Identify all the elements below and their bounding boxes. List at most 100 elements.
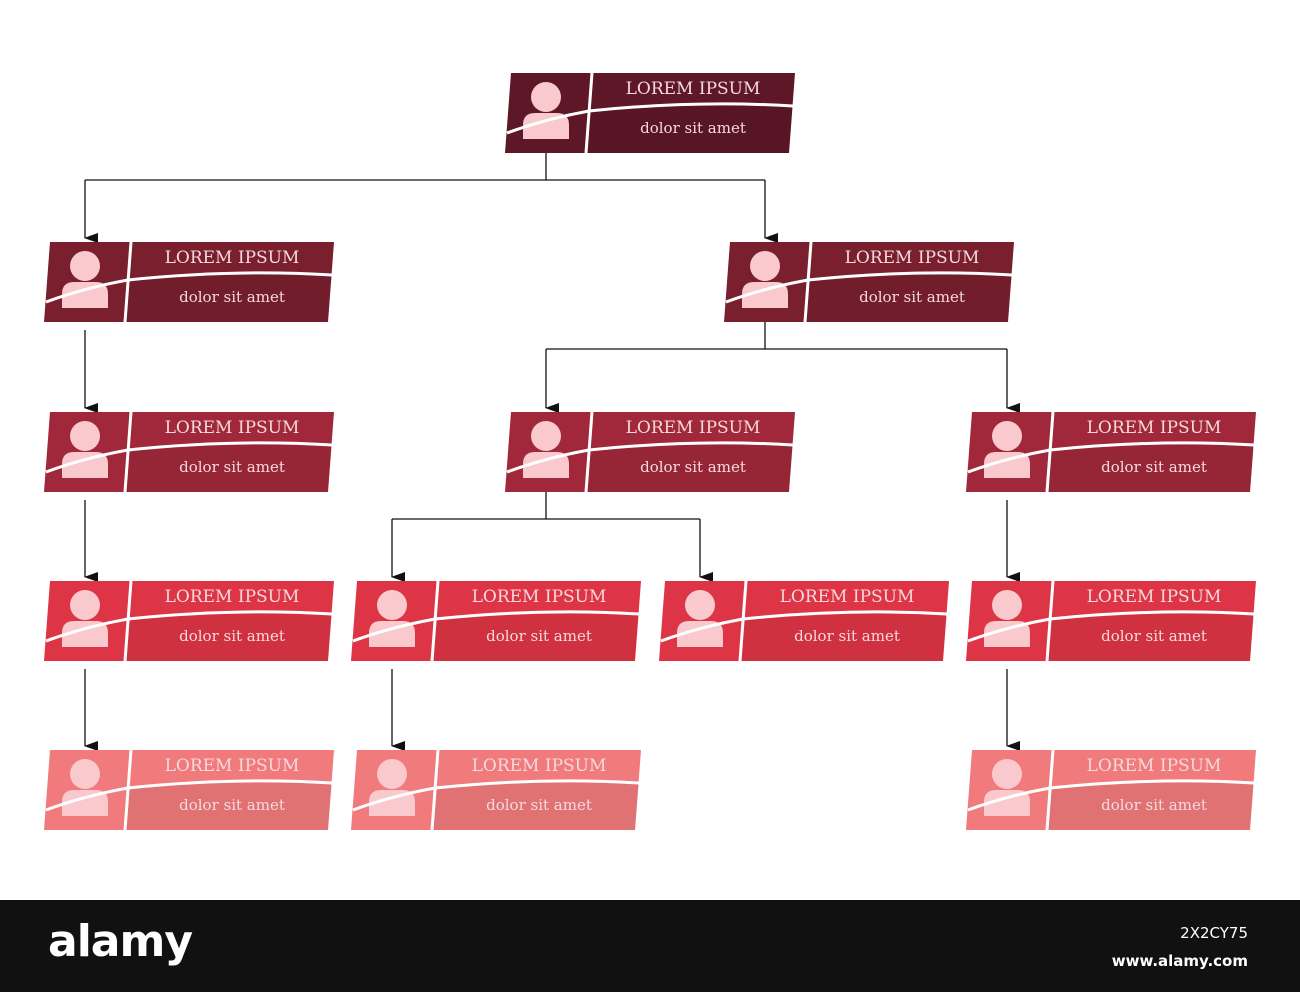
node-subtitle: dolor sit amet <box>1101 627 1207 645</box>
node-lower-panel <box>432 781 639 830</box>
node-title: LOREM IPSUM <box>626 79 761 99</box>
person-icon <box>62 759 108 816</box>
node-title: LOREM IPSUM <box>472 756 607 776</box>
node-subtitle: dolor sit amet <box>1101 458 1207 476</box>
person-icon <box>984 590 1030 647</box>
node-swoosh <box>352 779 640 812</box>
person-icon <box>742 251 788 308</box>
node-title: LOREM IPSUM <box>626 418 761 438</box>
person-icon <box>984 421 1030 478</box>
node-title: LOREM IPSUM <box>845 248 980 268</box>
node-lower-panel <box>125 781 332 830</box>
node-title: LOREM IPSUM <box>780 587 915 607</box>
node-title: LOREM IPSUM <box>472 587 607 607</box>
node-lower-panel <box>125 443 332 492</box>
site-url: www.alamy.com <box>1111 952 1248 970</box>
image-id: 2X2CY75 <box>1180 924 1248 942</box>
node-divider <box>1045 749 1055 831</box>
node-lower-panel <box>1047 781 1254 830</box>
org-node: LOREM IPSUM dolor sit amet <box>44 580 334 662</box>
node-divider <box>584 411 594 493</box>
org-node: LOREM IPSUM dolor sit amet <box>351 580 641 662</box>
node-divider <box>123 241 133 323</box>
node-divider <box>430 749 440 831</box>
node-swoosh <box>967 610 1255 643</box>
node-swoosh <box>45 271 333 304</box>
node-subtitle: dolor sit amet <box>640 458 746 476</box>
node-subtitle: dolor sit amet <box>179 627 285 645</box>
node-subtitle: dolor sit amet <box>1101 796 1207 814</box>
node-card <box>44 750 334 830</box>
node-subtitle: dolor sit amet <box>794 627 900 645</box>
person-icon <box>62 251 108 308</box>
node-divider <box>1045 580 1055 662</box>
node-subtitle: dolor sit amet <box>640 119 746 137</box>
person-icon <box>523 82 569 139</box>
node-divider <box>584 72 594 154</box>
brand-logo: alamy <box>48 916 193 967</box>
node-card <box>505 412 795 492</box>
node-swoosh <box>506 102 794 135</box>
node-subtitle: dolor sit amet <box>859 288 965 306</box>
person-icon <box>369 759 415 816</box>
person-icon <box>62 421 108 478</box>
node-card <box>966 412 1256 492</box>
node-title: LOREM IPSUM <box>165 587 300 607</box>
node-lower-panel <box>125 612 332 661</box>
node-divider <box>1045 411 1055 493</box>
node-swoosh <box>967 779 1255 812</box>
node-card <box>659 581 949 661</box>
node-swoosh <box>45 610 333 643</box>
node-card <box>44 242 334 322</box>
node-subtitle: dolor sit amet <box>179 458 285 476</box>
node-card <box>966 581 1256 661</box>
node-card <box>966 750 1256 830</box>
org-node: LOREM IPSUM dolor sit amet <box>44 749 334 831</box>
person-icon <box>523 421 569 478</box>
node-card <box>724 242 1014 322</box>
node-divider <box>738 580 748 662</box>
node-title: LOREM IPSUM <box>165 248 300 268</box>
org-node: LOREM IPSUM dolor sit amet <box>966 749 1256 831</box>
node-lower-panel <box>1047 612 1254 661</box>
node-swoosh <box>967 441 1255 474</box>
node-swoosh <box>45 779 333 812</box>
org-node: LOREM IPSUM dolor sit amet <box>966 580 1256 662</box>
connectors <box>84 153 1020 751</box>
node-swoosh <box>660 610 948 643</box>
node-subtitle: dolor sit amet <box>486 627 592 645</box>
node-swoosh <box>45 441 333 474</box>
person-icon <box>62 590 108 647</box>
node-card <box>351 581 641 661</box>
node-lower-panel <box>586 104 793 153</box>
node-subtitle: dolor sit amet <box>179 796 285 814</box>
org-node: LOREM IPSUM dolor sit amet <box>505 411 795 493</box>
node-divider <box>430 580 440 662</box>
node-divider <box>123 411 133 493</box>
person-icon <box>369 590 415 647</box>
org-node: LOREM IPSUM dolor sit amet <box>724 241 1014 323</box>
node-swoosh <box>506 441 794 474</box>
node-lower-panel <box>586 443 793 492</box>
node-title: LOREM IPSUM <box>1087 756 1222 776</box>
node-card <box>44 581 334 661</box>
node-title: LOREM IPSUM <box>165 756 300 776</box>
org-node: LOREM IPSUM dolor sit amet <box>505 72 795 154</box>
person-icon <box>677 590 723 647</box>
node-card <box>44 412 334 492</box>
footer-bar: alamy 2X2CY75 www.alamy.com <box>0 900 1300 992</box>
node-swoosh <box>725 271 1013 304</box>
node-lower-panel <box>432 612 639 661</box>
node-lower-panel <box>740 612 947 661</box>
person-icon <box>984 759 1030 816</box>
node-title: LOREM IPSUM <box>1087 587 1222 607</box>
node-divider <box>123 749 133 831</box>
node-lower-panel <box>1047 443 1254 492</box>
node-card <box>351 750 641 830</box>
